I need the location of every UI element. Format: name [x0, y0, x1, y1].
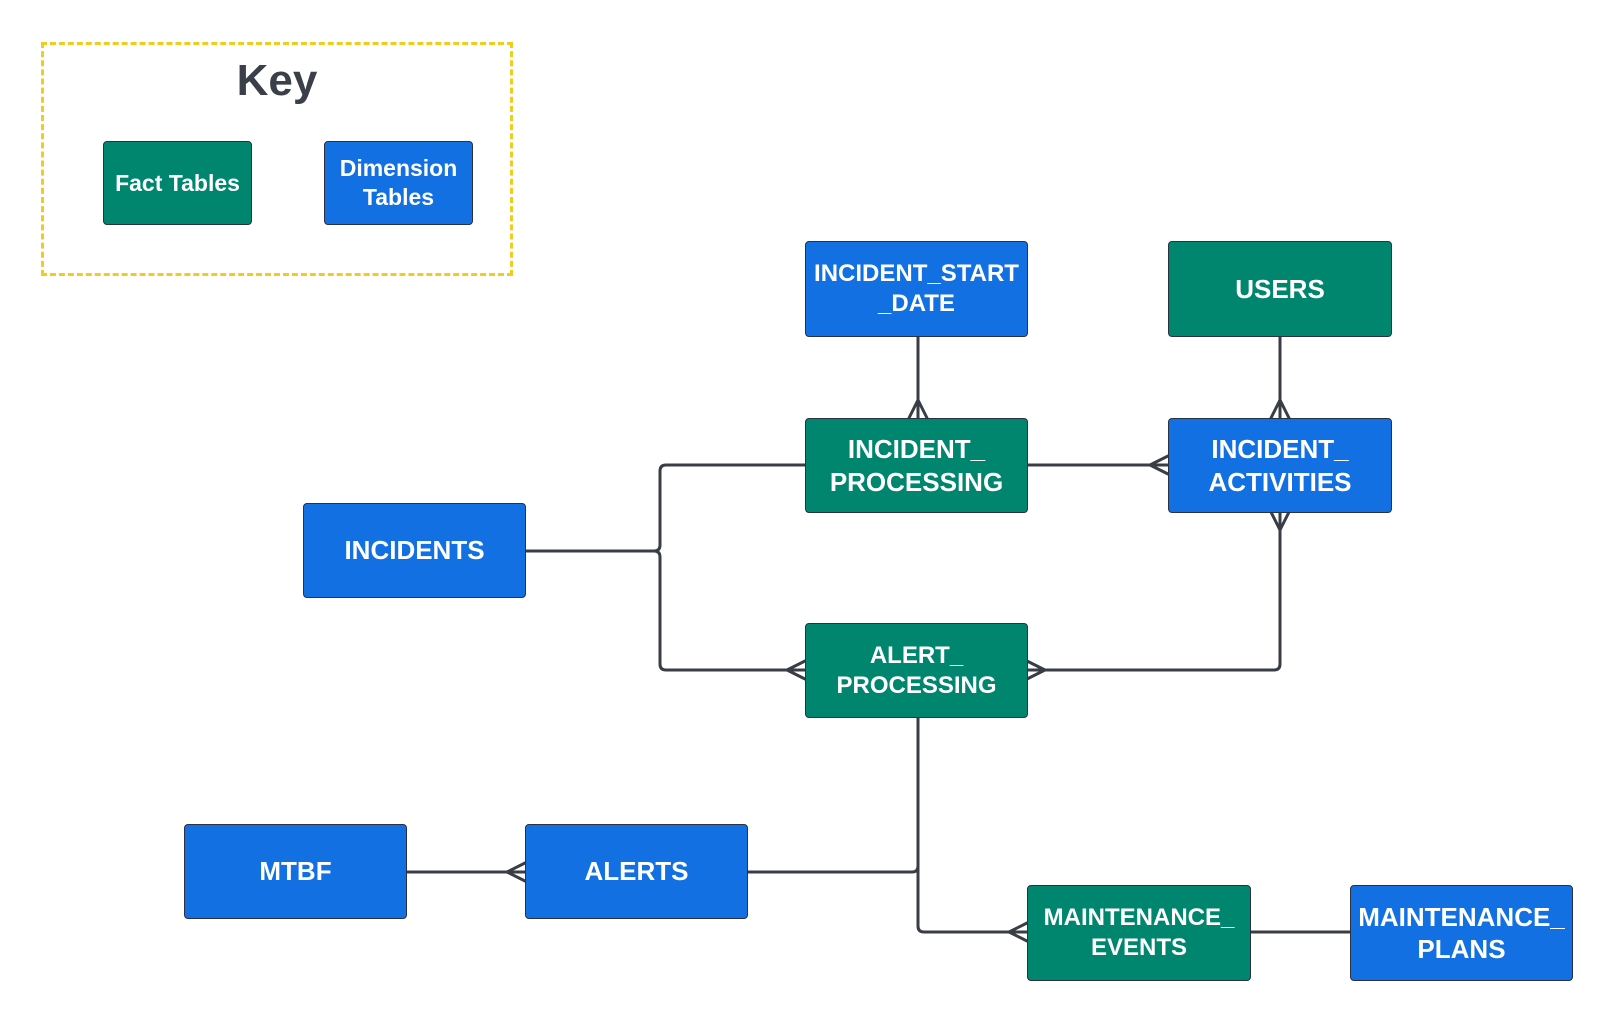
- table-users[interactable]: USERS: [1168, 241, 1392, 337]
- rel-incidents-to-incident-processing: [523, 463, 807, 553]
- key-dimension-tables: Dimension Tables: [324, 141, 473, 225]
- rel-alert-processing-to-alerts: [745, 716, 920, 874]
- table-alerts[interactable]: ALERTS: [525, 824, 748, 919]
- crowfoot-many-icon: [907, 398, 929, 420]
- table-maintenance-events[interactable]: MAINTENANCE_ EVENTS: [1027, 885, 1251, 981]
- table-alert-processing[interactable]: ALERT_ PROCESSING: [805, 623, 1028, 718]
- table-mtbf[interactable]: MTBF: [184, 824, 407, 919]
- rel-incident-activities-to-alert-processing: [1025, 510, 1282, 672]
- rel-incidents-to-alert-processing: [652, 549, 807, 672]
- crowfoot-many-icon: [1148, 454, 1170, 476]
- crowfoot-many-icon: [1269, 510, 1291, 532]
- table-incidents[interactable]: INCIDENTS: [303, 503, 526, 598]
- table-incident-processing[interactable]: INCIDENT_ PROCESSING: [805, 418, 1028, 513]
- key-title: Key: [236, 56, 318, 105]
- crowfoot-many-icon: [1007, 921, 1029, 943]
- key-fact-tables: Fact Tables: [103, 141, 252, 225]
- crowfoot-many-icon: [785, 659, 807, 681]
- key-legend: [41, 42, 513, 276]
- table-incident-activities[interactable]: INCIDENT_ ACTIVITIES: [1168, 418, 1392, 513]
- crowfoot-many-icon: [1025, 659, 1047, 681]
- crowfoot-many-icon: [505, 861, 527, 883]
- rel-alert-processing-to-maintenance-events: [916, 864, 1029, 934]
- crowfoot-many-icon: [1269, 398, 1291, 420]
- table-maintenance-plans[interactable]: MAINTENANCE_ PLANS: [1350, 885, 1573, 981]
- table-incident-start-date[interactable]: INCIDENT_START _DATE: [805, 241, 1028, 337]
